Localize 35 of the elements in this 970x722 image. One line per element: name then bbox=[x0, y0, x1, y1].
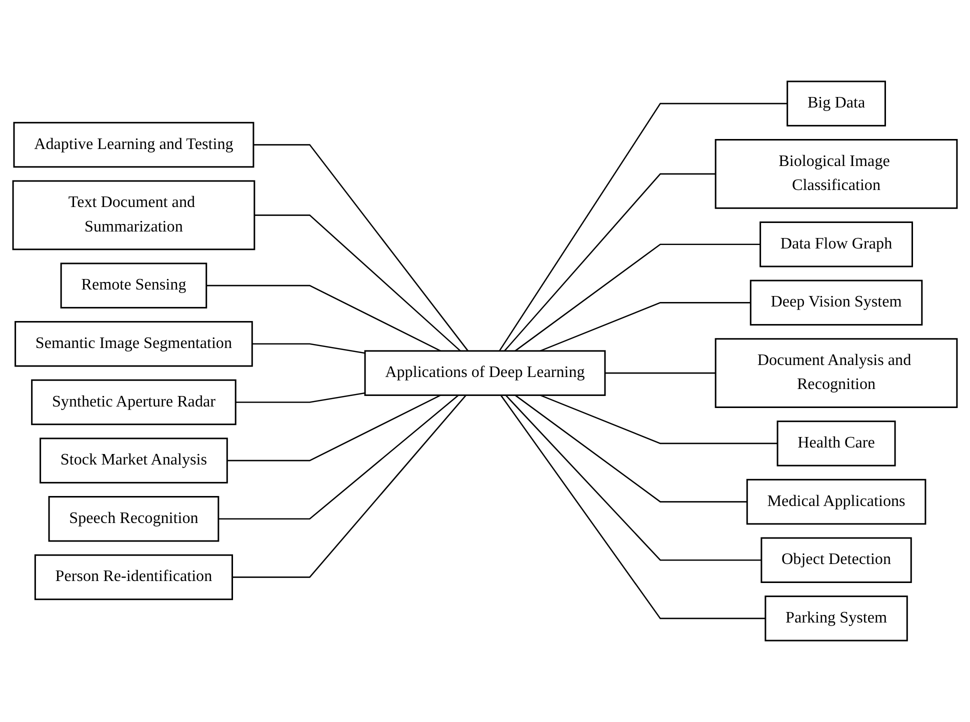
node-box: Applications of Deep Learning bbox=[364, 350, 606, 396]
node-box: Speech Recognition bbox=[48, 496, 220, 542]
connector bbox=[218, 394, 459, 520]
node-box: Big Data bbox=[786, 80, 886, 126]
connector bbox=[514, 244, 760, 352]
node-box: Stock Market Analysis bbox=[40, 438, 228, 484]
node-box: Health Care bbox=[776, 420, 896, 466]
connector bbox=[504, 173, 716, 352]
node-box: Semantic Image Segmentation bbox=[14, 321, 253, 367]
connector bbox=[505, 394, 762, 561]
node-box: Medical Applications bbox=[746, 478, 926, 525]
connector bbox=[252, 343, 366, 354]
connector bbox=[254, 214, 461, 352]
node-box: Remote Sensing bbox=[60, 262, 208, 308]
connector bbox=[514, 394, 748, 502]
node-box: Person Re-identification bbox=[34, 554, 234, 600]
connector bbox=[253, 144, 469, 352]
node-box: Object Detection bbox=[760, 537, 912, 583]
node-box: Adaptive Learning and Testing bbox=[13, 122, 254, 168]
node-box: Data Flow Graph bbox=[760, 221, 913, 268]
node-box: Deep Vision System bbox=[750, 280, 923, 326]
connector bbox=[236, 392, 366, 403]
connector bbox=[227, 394, 441, 462]
node-box: Document Analysis and Recognition bbox=[714, 338, 958, 408]
connector bbox=[498, 102, 788, 352]
connector bbox=[206, 284, 441, 352]
node-box: Parking System bbox=[764, 596, 908, 642]
connector bbox=[540, 394, 778, 444]
connector bbox=[540, 302, 751, 352]
node-box: Synthetic Aperture Radar bbox=[31, 379, 236, 426]
node-box: Biological Image Classification bbox=[714, 139, 958, 209]
connector bbox=[604, 372, 716, 374]
connector bbox=[232, 394, 466, 578]
connector bbox=[500, 394, 766, 620]
node-box: Text Document and Summarization bbox=[12, 180, 256, 250]
